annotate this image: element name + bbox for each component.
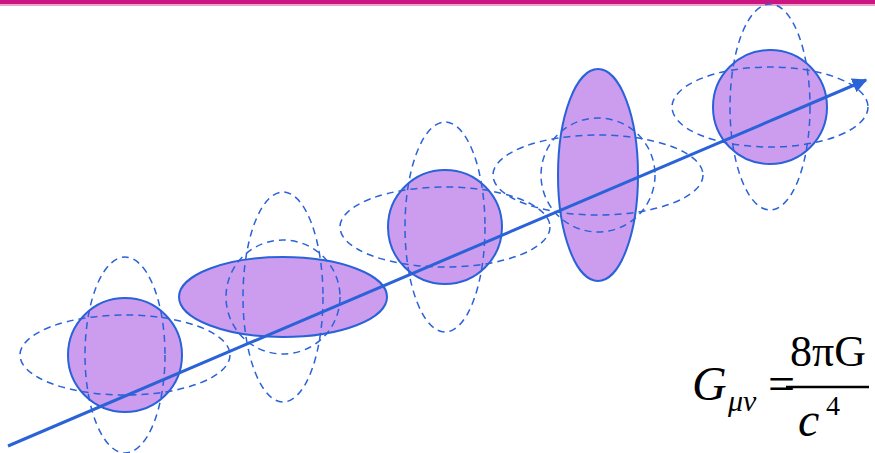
dashed-ellipse (405, 122, 485, 332)
dashed-ellipse (20, 315, 230, 395)
dashed-ellipse (85, 257, 165, 453)
equation-numerator: 8πG (790, 330, 866, 374)
dashed-circle (541, 118, 655, 232)
fraction-bar (786, 386, 869, 389)
equation-exponent: 4 (826, 392, 840, 420)
stretched-shape (558, 69, 638, 281)
equation-symbol: G (692, 360, 727, 408)
dashed-ellipse (493, 135, 703, 215)
dashed-ellipse (730, 4, 810, 210)
dashed-ellipse (672, 67, 868, 147)
equation-subscript: μν (728, 386, 756, 416)
equation-denominator: c (798, 396, 819, 444)
polarization-shapes (68, 50, 827, 412)
propagation-arrow (8, 80, 866, 446)
dashed-ellipse (243, 192, 323, 402)
top-bar-shade (0, 4, 875, 6)
top-bar (0, 0, 875, 4)
